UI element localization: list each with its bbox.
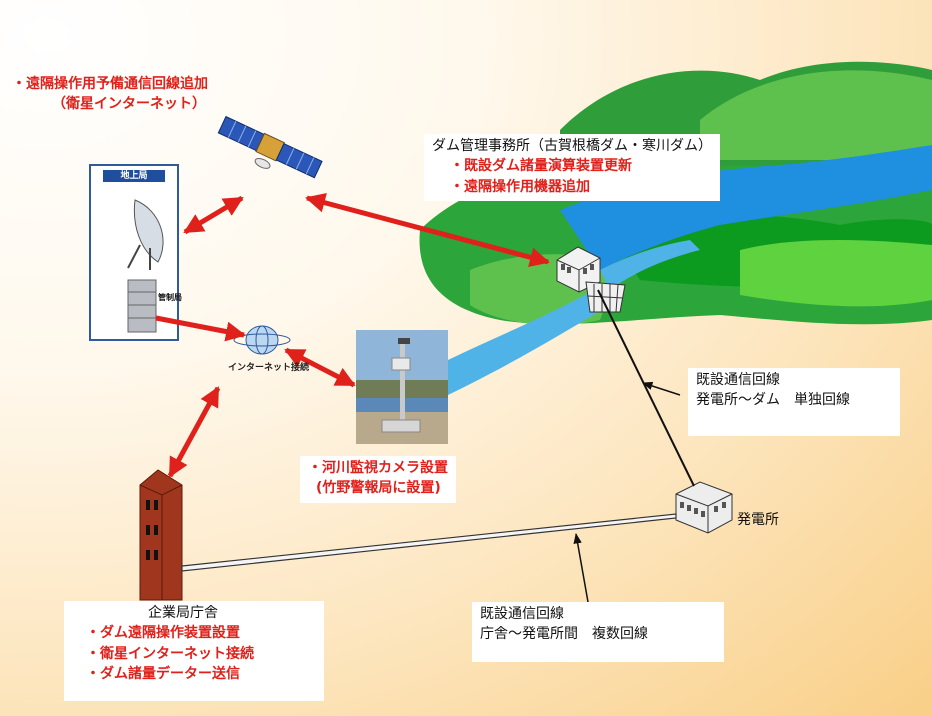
existing-line-2-box: 既設通信回線 庁舎～発電所間 複数回線 [472,602,724,662]
control-station-label: 管制局 [158,293,182,302]
camera-note-line2: (竹野警報局に設置) [316,480,441,497]
existing-line-2-title: 既設通信回線 [480,606,564,622]
camera-note-line1: ・河川監視カメラ設置 [308,460,448,476]
power-plant-label: 発電所 [737,512,779,528]
internet-label: インターネット接続 [228,363,310,373]
data-flow-arrows [155,192,550,478]
river [448,145,932,395]
dam-office-box: ダム管理事務所（古賀根橋ダム・寒川ダム） ・既設ダム諸量演算装置更新 ・遠隔操作… [424,134,720,201]
ground-station-title: 地上局 [120,171,148,181]
office-building-item-1: ・ダム遠隔操作装置設置 [86,625,240,642]
river-camera-photo [356,330,448,444]
camera-note: ・河川監視カメラ設置 (竹野警報局に設置) [300,456,456,503]
satellite-icon [217,115,323,179]
dam-office-item-1: ・既設ダム諸量演算装置更新 [450,158,632,175]
power-plant-building-icon [675,481,733,534]
office-building-box: 企業局庁舎 ・ダム遠隔操作装置設置 ・衛星インターネット接続 ・ダム諸量データー… [64,601,324,701]
office-building-item-3: ・ダム諸量データー送信 [86,665,240,682]
dam-office-title: ダム管理事務所（古賀根橋ダム・寒川ダム） [432,138,712,154]
existing-line-1-desc: 発電所～ダム 単独回線 [696,392,850,409]
callout-arrows [573,381,681,603]
office-building-title: 企業局庁舎 [148,605,218,621]
office-tower-icon [139,469,183,601]
existing-line-1-title: 既設通信回線 [696,372,780,388]
satellite-note-line2: （衛星インターネット） [52,96,206,113]
dam-structure-icon [585,281,626,313]
dam-office-item-2: ・遠隔操作用機器追加 [450,178,590,195]
office-building-item-2: ・衛星インターネット接続 [86,645,254,662]
satellite-note: ・遠隔操作用予備通信回線追加 （衛星インターネット） [12,74,208,115]
ground-station-panel [89,164,179,341]
existing-line-2-desc: 庁舎～発電所間 複数回線 [480,626,648,643]
existing-line-1-box: 既設通信回線 発電所～ダム 単独回線 [688,368,900,436]
satellite-note-line1: ・遠隔操作用予備通信回線追加 [12,76,208,92]
internet-globe-icon [233,325,291,355]
dam-office-building-icon [556,246,601,293]
